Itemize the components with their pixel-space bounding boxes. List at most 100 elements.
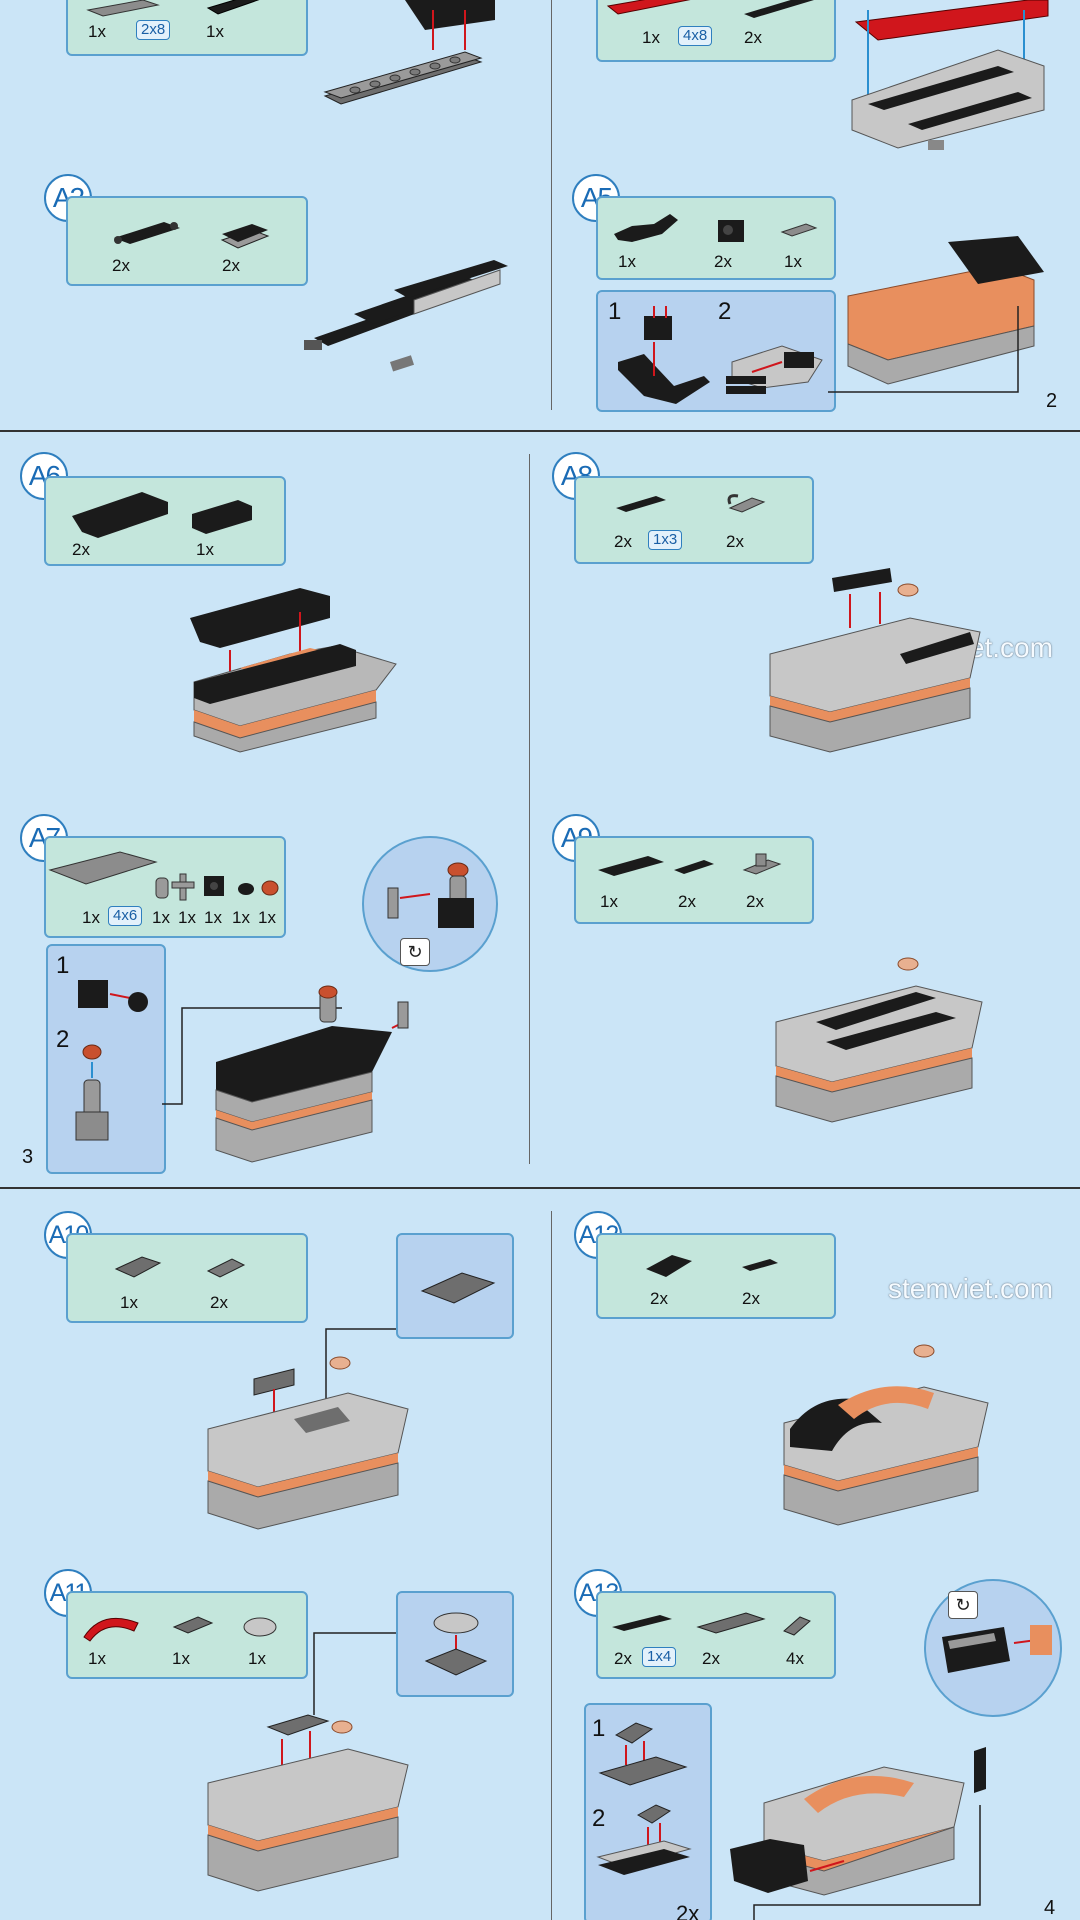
part-qty: 1x [152, 908, 170, 927]
part-qty: 2x [112, 256, 130, 275]
page-number: 4 [1044, 1897, 1056, 1919]
plate-2x8-icon [86, 0, 160, 17]
manual-page-4: stemviet.com A10 1x 2x A11 1x 1x 1x [0, 1189, 1080, 1920]
a7-body-assembly [162, 985, 409, 1163]
part-size-tag: 1x3 [648, 530, 683, 550]
zoom-detail-cylinder [387, 862, 474, 928]
page-divider [0, 1187, 1080, 1189]
substep-box-a7: 1 2 [46, 944, 166, 1174]
substep-2-cylinder-assembly [75, 1044, 109, 1141]
rotate-icon: ↻ [948, 1591, 978, 1619]
substep-1-brick-assembly [78, 980, 148, 1012]
parts-box-a9: 1x 2x 2x [574, 836, 814, 924]
black-technic-brick-icon [192, 500, 252, 534]
part-size-tag: 4x8 [678, 26, 713, 46]
part-qty: 1x [618, 252, 636, 271]
gray-plate-icon [220, 224, 270, 249]
zoom-curved-slope [420, 1272, 496, 1304]
part-qty: 1x [204, 908, 222, 927]
part-qty: 1x [600, 892, 618, 911]
a9-body-assembly [775, 957, 983, 1123]
gray-plate-assembly [323, 0, 495, 105]
zoom-callout-a13: ↻ [924, 1579, 1062, 1717]
manual-page-2: 1x 2x8 1x A2 2x 2x 1x 4x [0, 0, 1080, 430]
part-qty: 2x [678, 892, 696, 911]
column-divider [529, 454, 530, 1164]
substep-number: 1 [56, 952, 70, 979]
column-divider [551, 0, 552, 410]
gray-plate-2x4-icon [696, 1612, 766, 1634]
red-curved-slope-icon [83, 1617, 139, 1642]
substep-1-plate-slope [598, 1722, 688, 1786]
black-brick-side-stud-icon [718, 220, 744, 242]
black-curved-slope-icon [646, 1255, 692, 1277]
part-qty: 2x [614, 1649, 632, 1668]
part-qty: 1x [120, 1293, 138, 1312]
part-qty: 2x [744, 28, 762, 47]
substep-2-tile-slope [596, 1804, 692, 1875]
black-plate-icon [598, 856, 664, 876]
page-divider [0, 430, 1080, 432]
substep-1-slope-assembly [618, 306, 710, 404]
part-qty: 1x [206, 22, 224, 41]
gray-tile-icon [780, 223, 818, 237]
parts-box-top-left: 1x 2x8 1x [66, 0, 308, 56]
zoom-box-a11 [396, 1591, 514, 1697]
axle-plate-assembly [304, 260, 508, 372]
part-size-tag: 4x6 [108, 906, 143, 926]
black-plate-wheel-holder-icon [114, 222, 180, 244]
black-brick-1x1-icon [204, 876, 224, 896]
black-round-tile-icon [238, 883, 254, 895]
a11-body-assembly [207, 1632, 409, 1892]
black-slope-brick-icon [72, 492, 168, 538]
parts-box-a2: 2x 2x [66, 196, 308, 286]
parts-box-a12: 2x 2x [596, 1233, 836, 1319]
parts-box-a11: 1x 1x 1x [66, 1591, 308, 1679]
substep-number: 1 [608, 298, 622, 325]
parts-box-a6: 2x 1x [44, 476, 286, 566]
substep-multiplier: 2x [676, 1901, 700, 1920]
parts-box-a8: 2x 1x3 2x [574, 476, 814, 564]
manual-page-3: stemviet.com A6 2x 1x A7 1x 4x6 1x 1x 1x… [0, 432, 1080, 1187]
page-number: 3 [22, 1146, 34, 1168]
zoom-box-a10 [396, 1233, 514, 1339]
gray-bar-holder-icon [171, 873, 195, 901]
parts-box-a10: 1x 2x [66, 1233, 308, 1323]
page-number: 2 [1046, 390, 1058, 412]
parts-box-a5: 1x 2x 1x [596, 196, 836, 280]
black-plate-icon [744, 0, 814, 18]
substep-2-slope-assembly [726, 345, 823, 394]
part-qty: 1x [784, 252, 802, 271]
part-qty: 1x [88, 1649, 106, 1668]
black-grille-tile-icon [742, 1259, 778, 1271]
orange-round-tile-icon [261, 880, 279, 896]
part-qty: 1x [642, 28, 660, 47]
zoom-callout-a7: ↻ [362, 836, 498, 972]
black-plate-clips-icon [674, 860, 714, 874]
part-qty: 2x [714, 252, 732, 271]
gray-slope-icon [206, 1258, 246, 1278]
substep-number: 1 [592, 1715, 606, 1742]
substep-number: 2 [56, 1026, 70, 1053]
substep-box-a5: 1 2 [596, 290, 836, 412]
part-qty: 2x [614, 532, 632, 551]
substep-box-a13: 1 2 2x [584, 1703, 712, 1920]
a6-body-assembly [190, 588, 397, 753]
part-qty: 1x [82, 908, 100, 927]
watermark: stemviet.com [888, 1273, 1053, 1304]
gray-curved-slope-icon [114, 1256, 162, 1278]
part-qty: 1x [178, 908, 196, 927]
part-qty: 2x [746, 892, 764, 911]
part-qty: 2x [726, 532, 744, 551]
gray-plate-4x6-icon [48, 851, 158, 885]
column-divider [551, 1211, 552, 1920]
a12-body-assembly [783, 1344, 989, 1526]
gray-cylinder-icon [155, 877, 169, 899]
red-plate-chassis-assembly [851, 0, 1049, 150]
part-qty: 2x [702, 1649, 720, 1668]
light-gray-round-plate-icon [243, 1617, 277, 1637]
part-qty: 2x [222, 256, 240, 275]
red-plate-4x8-icon [606, 0, 691, 15]
a8-body-assembly [769, 568, 981, 753]
parts-box-a13: 2x 1x4 2x 4x [596, 1591, 836, 1679]
